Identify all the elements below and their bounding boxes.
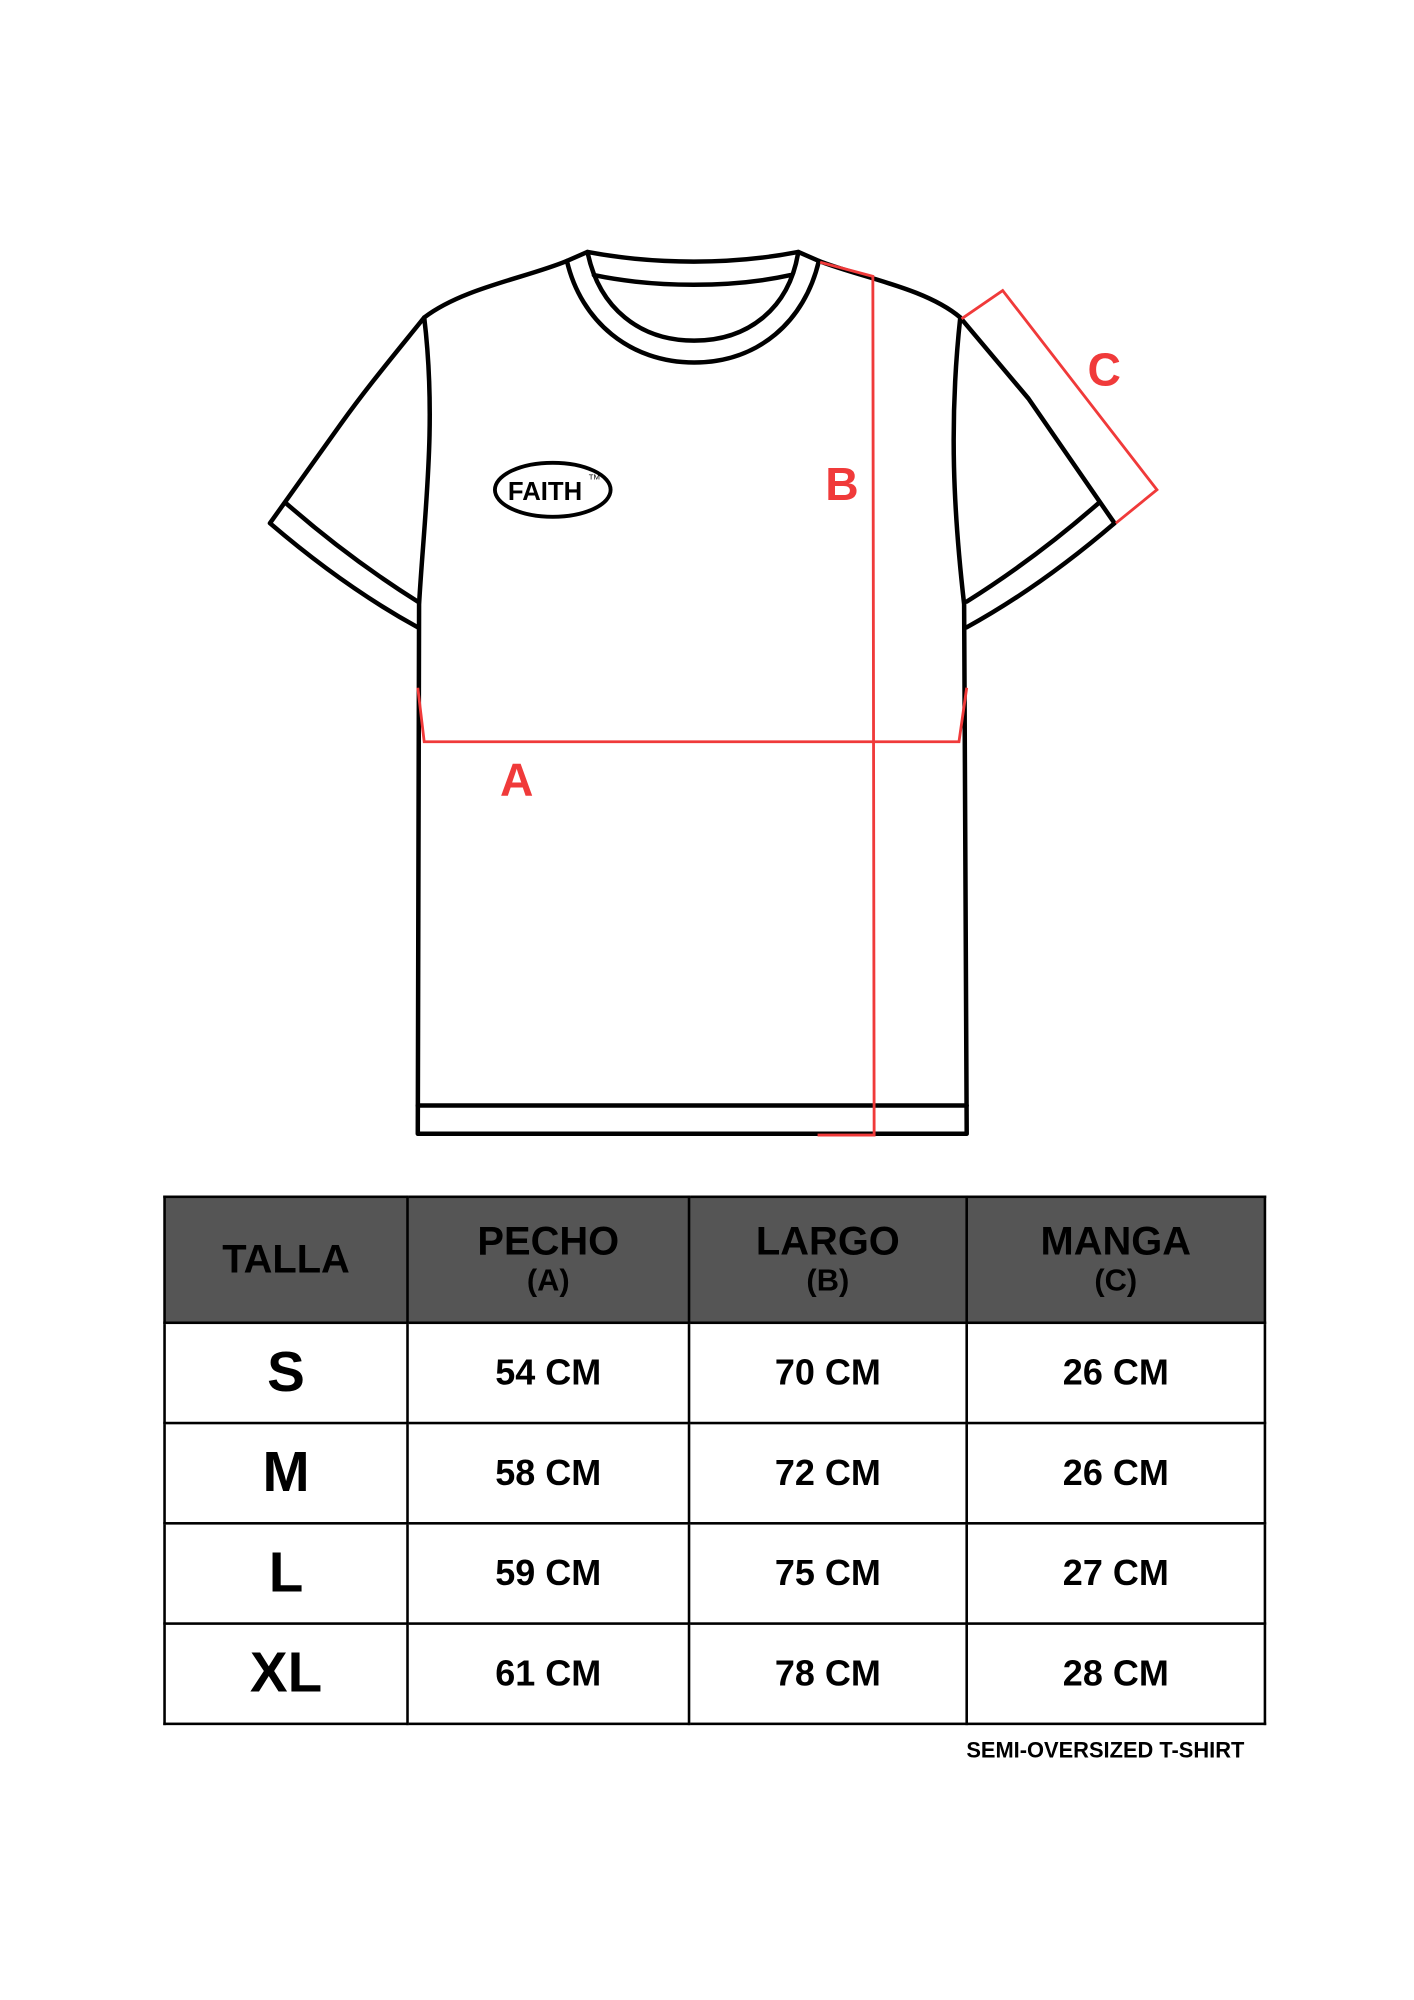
logo-trademark: TM [589,472,600,481]
logo-text: FAITH [508,478,582,506]
header-title: LARGO [755,1218,900,1264]
pecho-cell: 61 CM [406,1622,691,1726]
size-cell: L [163,1522,409,1625]
collar-inner [585,249,801,343]
header-pecho: PECHO(A) [406,1195,691,1325]
logo: FAITH TM [492,460,613,519]
manga-cell: 26 CM [965,1421,1267,1525]
header-row: TALLA PECHO(A) LARGO(B) MANGA(C) [163,1195,1267,1325]
largo-cell: 72 CM [687,1421,968,1525]
pecho-cell: 59 CM [406,1522,691,1625]
manga-cell: 27 CM [965,1522,1267,1625]
header-largo: LARGO(B) [687,1195,968,1325]
header-title: PECHO [477,1218,620,1264]
size-cell: XL [163,1622,409,1726]
product-type-caption: SEMI-OVERSIZED T-SHIRT [966,1737,1245,1763]
manga-cell: 26 CM [965,1321,1267,1425]
left-sleeve [267,315,427,630]
label-b: B [825,458,858,510]
left-sleeve-band [283,500,421,604]
header-sub: (B) [806,1263,850,1299]
measure-line-c [960,288,1159,525]
largo-cell: 75 CM [687,1522,968,1625]
right-sleeve [958,315,1117,630]
right-sleeve-band [964,500,1102,604]
pecho-cell: 54 CM [406,1321,691,1425]
shirt-body-outline [415,249,969,1137]
header-title: TALLA [222,1236,350,1282]
pecho-cell: 58 CM [406,1421,691,1525]
largo-cell: 70 CM [687,1321,968,1425]
collar-back [591,272,793,287]
header-manga: MANGA(C) [965,1195,1267,1325]
size-cell: S [163,1321,409,1425]
header-sub: (A) [526,1263,570,1299]
label-a: A [500,754,533,806]
measure-line-b [817,260,876,1137]
header-title: MANGA [1040,1218,1192,1264]
largo-cell: 78 CM [687,1622,968,1726]
collar-outer [564,258,822,365]
label-c: C [1088,344,1121,396]
size-cell: M [163,1421,409,1525]
manga-cell: 28 CM [965,1622,1267,1726]
measure-line-a [416,687,969,744]
header-talla: TALLA [163,1195,409,1325]
tshirt-diagram: FAITH TM A B C [267,249,1159,1137]
header-sub: (C) [1094,1263,1138,1299]
